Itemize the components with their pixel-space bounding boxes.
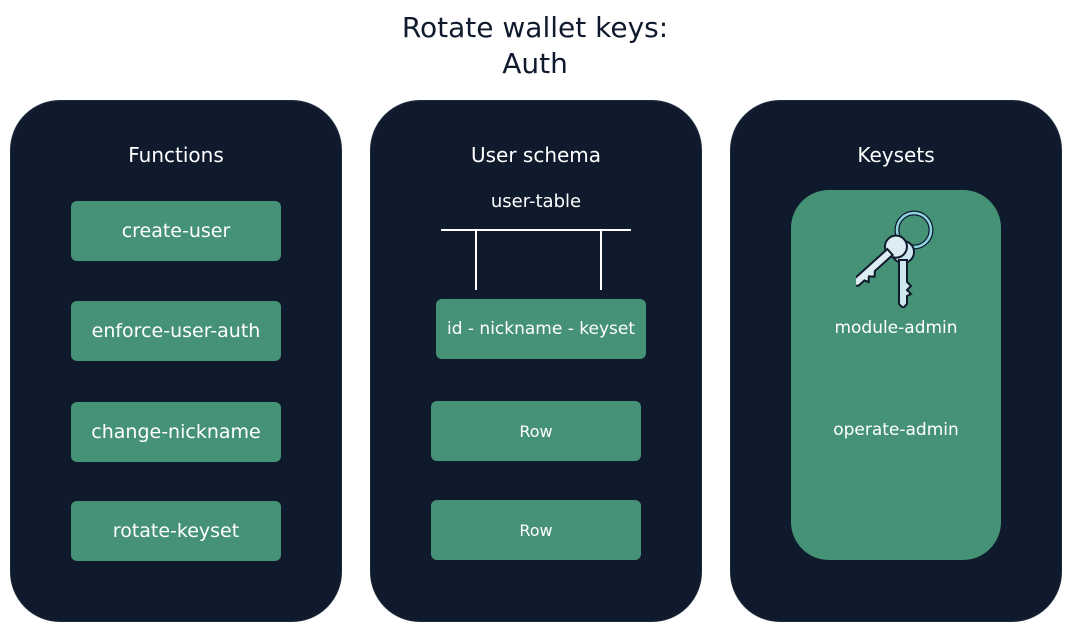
table-header-row: id - nickname - keyset (436, 299, 646, 359)
table-row: Row (431, 401, 641, 461)
function-create-user: create-user (71, 201, 281, 261)
table-right-leg (600, 230, 602, 290)
functions-heading: Functions (128, 143, 224, 167)
title-line-2: Auth (502, 47, 568, 80)
keysets-heading: Keysets (857, 143, 935, 167)
keys-icon (856, 210, 934, 308)
user-table-label: user-table (490, 191, 582, 212)
function-change-nickname: change-nickname (71, 402, 281, 462)
function-enforce-user-auth: enforce-user-auth (71, 301, 281, 361)
user-schema-heading: User schema (470, 143, 602, 167)
keyset-operate-admin: operate-admin (833, 420, 959, 440)
table-left-leg (475, 230, 477, 290)
table-top-line (441, 229, 631, 231)
table-row: Row (431, 500, 641, 560)
user-schema-panel: User schema user-table id - nickname - k… (370, 100, 702, 622)
title-line-1: Rotate wallet keys: (401, 11, 669, 44)
keyset-module-admin: module-admin (834, 318, 958, 338)
functions-panel: Functions create-user enforce-user-auth … (10, 100, 342, 622)
function-rotate-keyset: rotate-keyset (71, 501, 281, 561)
keysets-container: module-admin operate-admin (791, 190, 1001, 560)
diagram-title: Rotate wallet keys: Auth (0, 10, 1070, 82)
keysets-panel: Keysets module-admin operate-admin (730, 100, 1062, 622)
